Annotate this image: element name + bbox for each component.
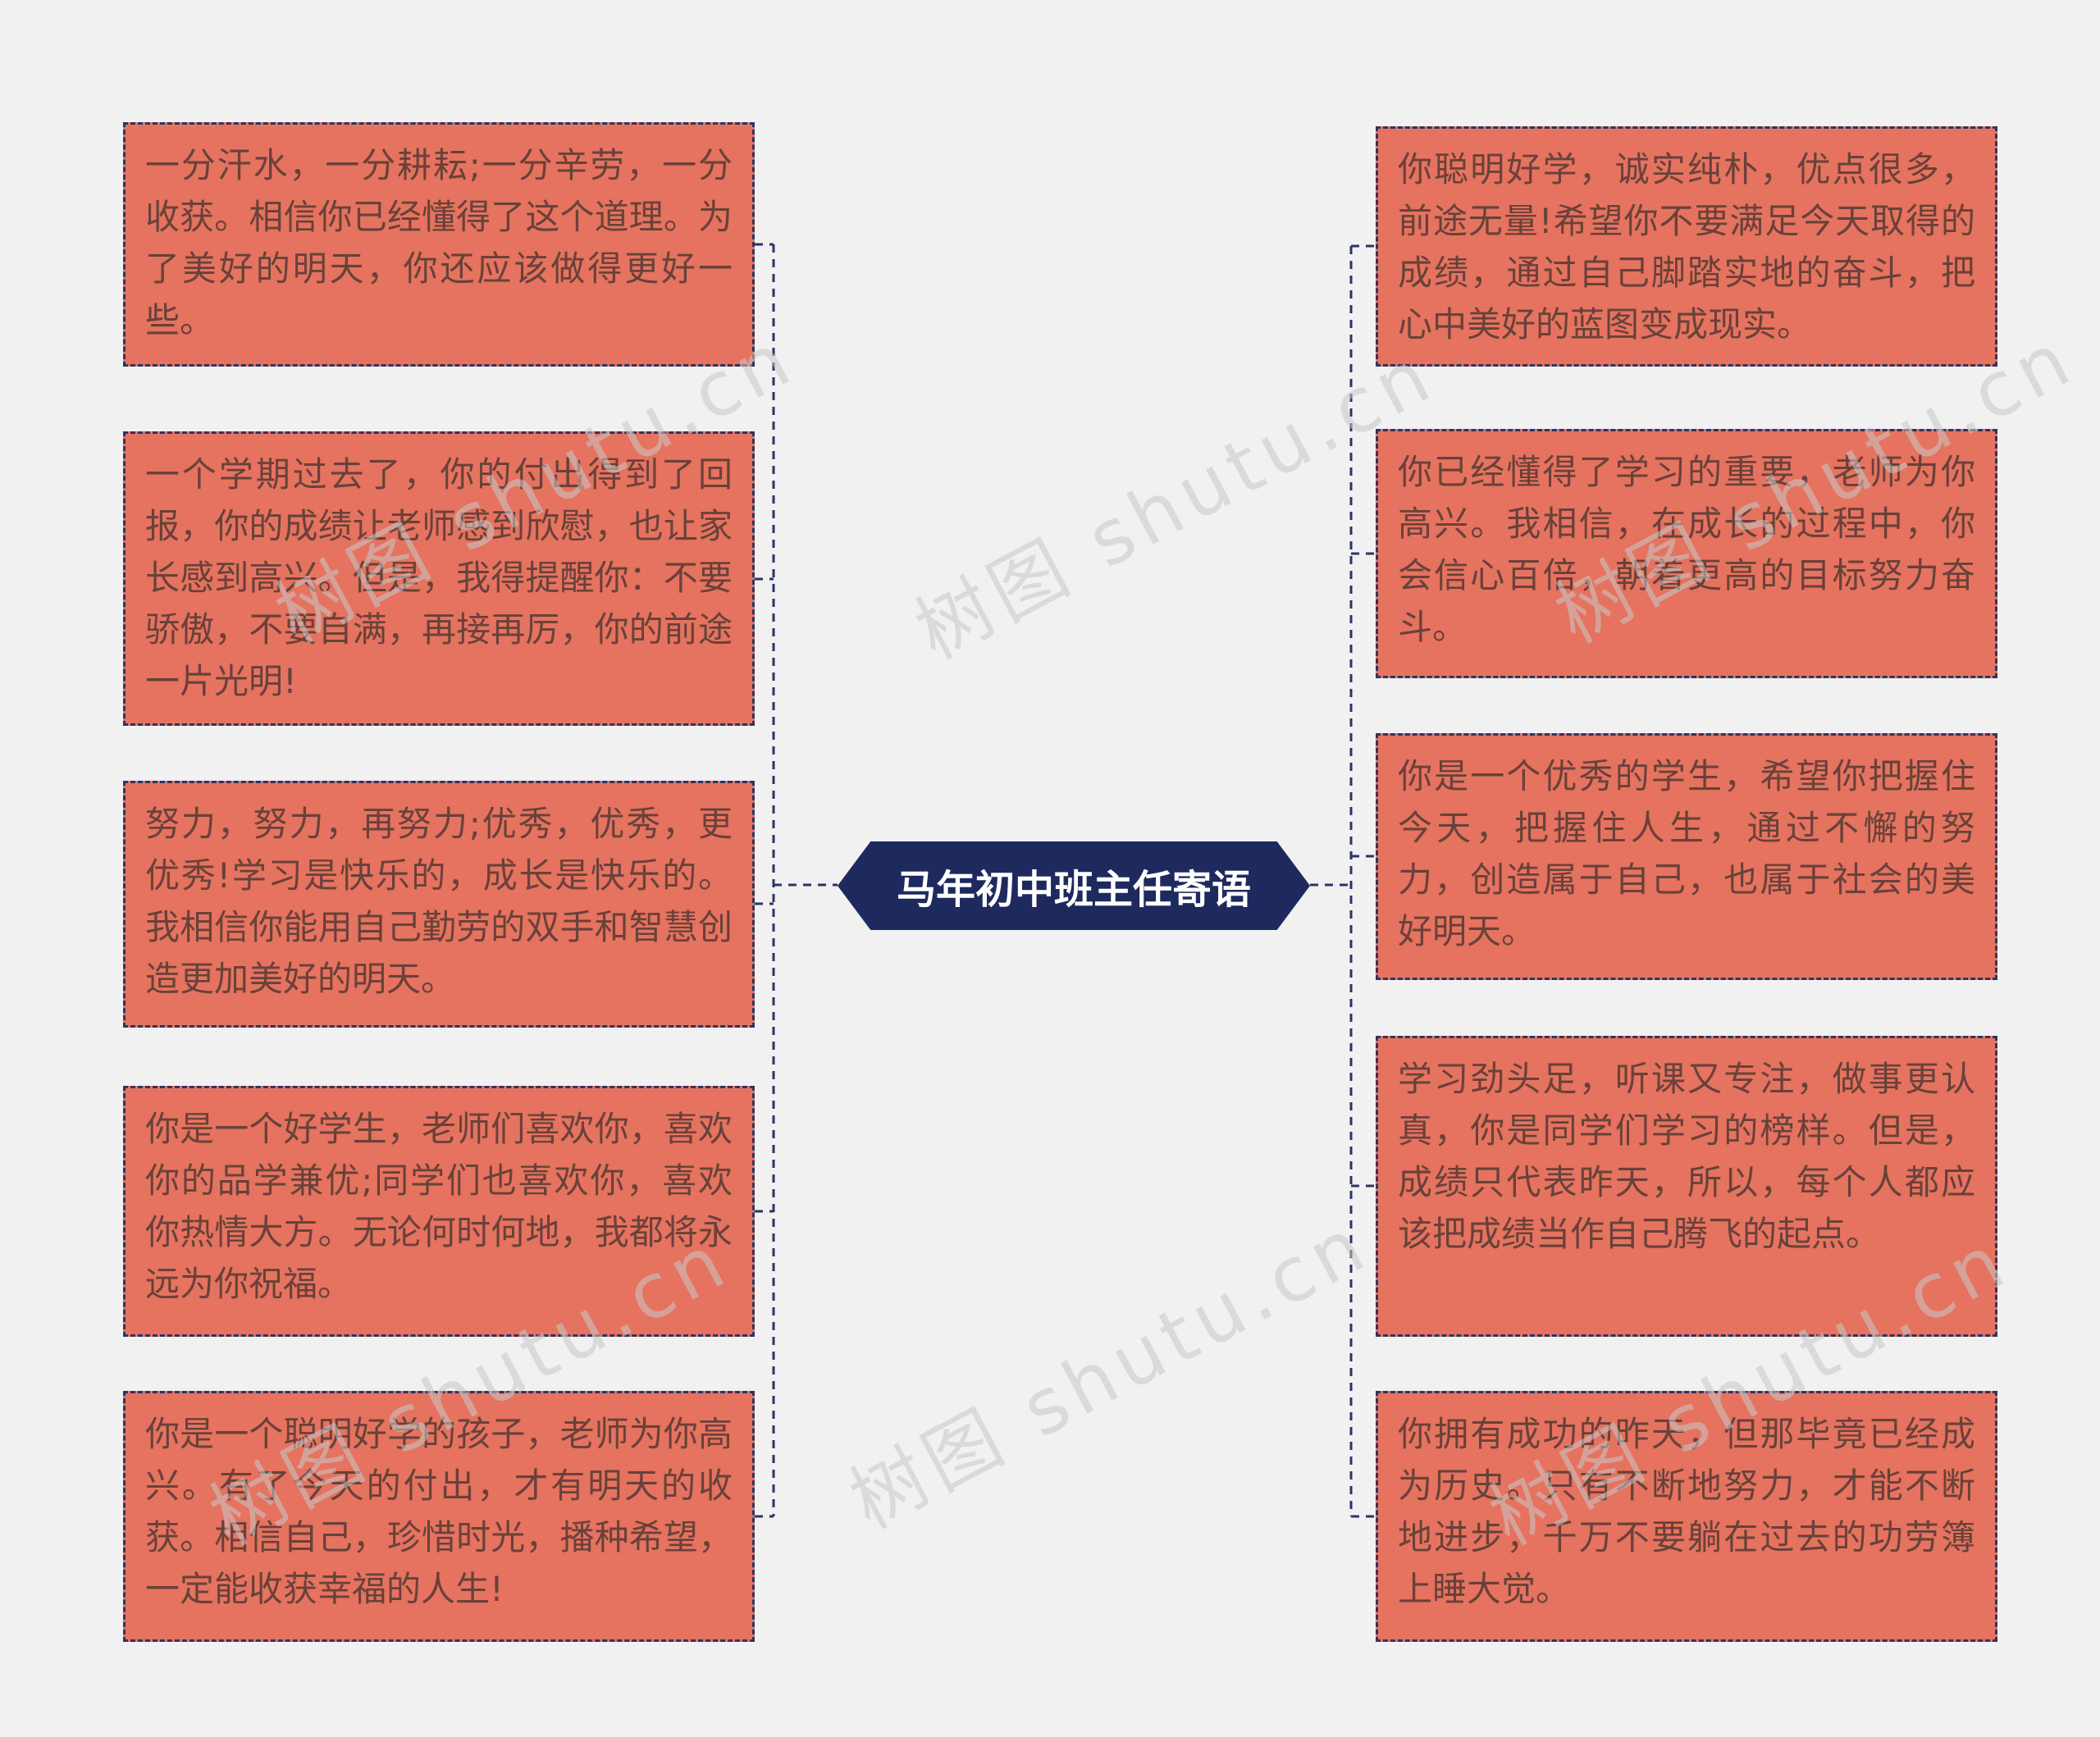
branch-node-left-5-text: 你是一个聪明好学的孩子，老师为你高兴。有了今天的付出，才有明天的收获。相信自己，… xyxy=(145,1414,733,1609)
branch-node-left-5[interactable]: 你是一个聪明好学的孩子，老师为你高兴。有了今天的付出，才有明天的收获。相信自己，… xyxy=(123,1391,755,1642)
branch-node-right-1-text: 你聪明好学，诚实纯朴，优点很多，前途无量!希望你不要满足今天取得的成绩，通过自己… xyxy=(1398,149,1975,344)
branch-node-right-5-text: 你拥有成功的昨天，但那毕竟已经成为历史。只有不断地努力，才能不断地进步，千万不要… xyxy=(1398,1414,1975,1609)
branch-node-left-4[interactable]: 你是一个好学生，老师们喜欢你，喜欢你的品学兼优;同学们也喜欢你，喜欢你热情大方。… xyxy=(123,1086,755,1337)
root-node-label: 马年初中班主任寄语 xyxy=(896,867,1251,913)
branch-node-right-3[interactable]: 你是一个优秀的学生，希望你把握住今天，把握住人生，通过不懈的努力，创造属于自己，… xyxy=(1376,733,1997,980)
branch-node-right-5[interactable]: 你拥有成功的昨天，但那毕竟已经成为历史。只有不断地努力，才能不断地进步，千万不要… xyxy=(1376,1391,1997,1642)
branch-node-right-2[interactable]: 你已经懂得了学习的重要，老师为你高兴。我相信，在成长的过程中，你会信心百倍，朝着… xyxy=(1376,429,1997,678)
branch-node-right-3-text: 你是一个优秀的学生，希望你把握住今天，把握住人生，通过不懈的努力，创造属于自己，… xyxy=(1398,756,1975,951)
watermark: 树图 shutu.cn xyxy=(902,330,1449,677)
branch-node-right-1[interactable]: 你聪明好学，诚实纯朴，优点很多，前途无量!希望你不要满足今天取得的成绩，通过自己… xyxy=(1376,126,1997,367)
branch-node-left-4-text: 你是一个好学生，老师们喜欢你，喜欢你的品学兼优;同学们也喜欢你，喜欢你热情大方。… xyxy=(145,1109,733,1304)
branch-node-left-1[interactable]: 一分汗水，一分耕耘;一分辛劳，一分收获。相信你已经懂得了这个道理。为了美好的明天… xyxy=(123,122,755,367)
watermark: 树图 shutu.cn xyxy=(836,1199,1384,1546)
branch-node-left-1-text: 一分汗水，一分耕耘;一分辛劳，一分收获。相信你已经懂得了这个道理。为了美好的明天… xyxy=(145,145,733,340)
branch-node-left-2-text: 一个学期过去了，你的付出得到了回报，你的成绩让老师感到欣慰，也让家长感到高兴。但… xyxy=(145,454,733,701)
branch-node-right-4-text: 学习劲头足，听课又专注，做事更认真，你是同学们学习的榜样。但是，成绩只代表昨天，… xyxy=(1398,1059,1975,1254)
branch-node-left-3-text: 努力，努力，再努力;优秀，优秀，更优秀!学习是快乐的，成长是快乐的。我相信你能用… xyxy=(145,804,733,999)
branch-node-right-4[interactable]: 学习劲头足，听课又专注，做事更认真，你是同学们学习的榜样。但是，成绩只代表昨天，… xyxy=(1376,1036,1997,1337)
root-node[interactable]: 马年初中班主任寄语 xyxy=(838,841,1310,930)
branch-node-left-2[interactable]: 一个学期过去了，你的付出得到了回报，你的成绩让老师感到欣慰，也让家长感到高兴。但… xyxy=(123,431,755,726)
branch-node-left-3[interactable]: 努力，努力，再努力;优秀，优秀，更优秀!学习是快乐的，成长是快乐的。我相信你能用… xyxy=(123,781,755,1028)
branch-node-right-2-text: 你已经懂得了学习的重要，老师为你高兴。我相信，在成长的过程中，你会信心百倍，朝着… xyxy=(1398,452,1975,647)
